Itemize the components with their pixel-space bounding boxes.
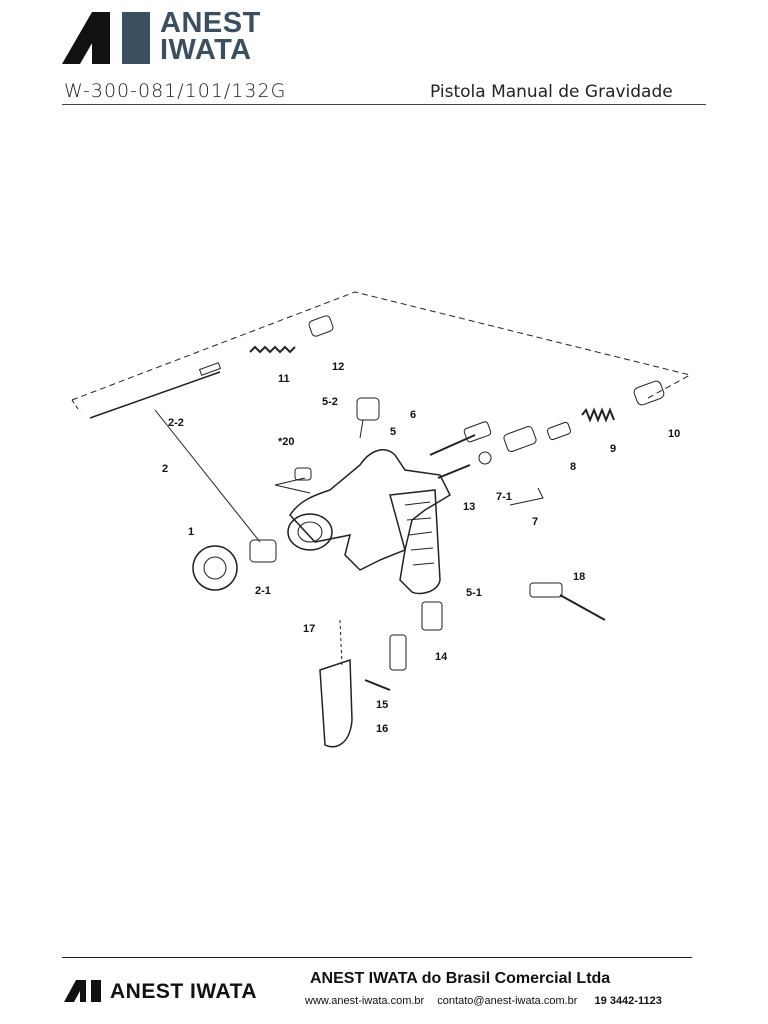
label-2: 2 xyxy=(162,463,168,475)
footer-brand-logo: ANEST IWATA xyxy=(64,980,284,1004)
label-5-2: 5-2 xyxy=(322,396,338,408)
screw-part-20 xyxy=(294,467,312,481)
label-13: 13 xyxy=(463,501,475,513)
label-9: 9 xyxy=(610,443,616,455)
company-name: ANEST IWATA do Brasil Comercial Ltda xyxy=(310,970,611,987)
label-2-2: 2-2 xyxy=(168,417,184,429)
pin-part-15 xyxy=(364,679,391,691)
brand-logo: ANEST IWATA xyxy=(62,7,292,68)
air-cap-part-1 xyxy=(192,545,238,591)
spring-part-11 xyxy=(249,345,296,354)
connector-part-5-1 xyxy=(421,601,443,631)
knob-part-10 xyxy=(633,380,665,406)
label-1: 1 xyxy=(188,526,194,538)
footer-brand-name: ANEST IWATA xyxy=(110,980,258,1003)
housing-part-7 xyxy=(503,426,537,452)
contact-line: www.anest-iwata.com.br contato@anest-iwa… xyxy=(305,995,662,1007)
stem-part-8 xyxy=(546,421,572,441)
label-12: 12 xyxy=(332,361,344,373)
label-2-1: 2-1 xyxy=(255,585,271,597)
rod-part-6 xyxy=(429,434,476,456)
gun-body xyxy=(289,449,451,571)
ring-part-7-1 xyxy=(478,451,492,465)
brush-part-18 xyxy=(529,582,563,598)
rod-part-13 xyxy=(437,464,471,479)
cup-part-5-2 xyxy=(356,397,380,421)
needle-body xyxy=(198,362,222,376)
gun-handle xyxy=(389,489,441,595)
label-16: 16 xyxy=(376,723,388,735)
label-10: 10 xyxy=(668,428,680,440)
phone-number: 19 3442-1123 xyxy=(594,995,662,1007)
spring-part-9 xyxy=(581,407,615,423)
label-11: 11 xyxy=(278,373,290,385)
label-7: 7 xyxy=(532,516,538,528)
valve-part-14 xyxy=(389,634,407,671)
brand-name-line1: ANEST xyxy=(160,7,261,39)
model-number: W-300-081/101/132G xyxy=(64,80,287,102)
document-subtitle: Pistola Manual de Gravidade xyxy=(430,82,673,102)
nut-part-12 xyxy=(308,315,334,337)
trigger-part-16 xyxy=(319,658,353,748)
website-link[interactable]: www.anest-iwata.com.br xyxy=(305,995,425,1007)
label-6: 6 xyxy=(410,409,416,421)
brand-mark-icon xyxy=(62,12,150,64)
label-5: 5 xyxy=(390,426,396,438)
label-7-1: 7-1 xyxy=(496,491,512,503)
footer-brand-mark-icon xyxy=(64,980,101,1002)
exploded-parts-diagram: 11 12 5-2 2-2 6 5 *20 2 8 9 10 7-1 7 13 … xyxy=(71,291,692,748)
label-17: 17 xyxy=(303,623,315,635)
label-5-1: 5-1 xyxy=(466,587,482,599)
footer-divider xyxy=(62,957,692,958)
dashed-outline xyxy=(71,291,692,401)
email-link[interactable]: contato@anest-iwata.com.br xyxy=(437,995,578,1007)
brand-name-line2: IWATA xyxy=(160,34,252,66)
label-18: 18 xyxy=(573,571,585,583)
gun-nozzle-opening xyxy=(287,513,333,551)
label-14: 14 xyxy=(435,651,448,663)
needle-part xyxy=(89,371,221,419)
nozzle-part-2-1 xyxy=(249,539,277,563)
header-divider xyxy=(62,104,706,105)
label-8: 8 xyxy=(570,461,576,473)
label-20: *20 xyxy=(278,436,295,448)
label-15: 15 xyxy=(376,699,388,711)
